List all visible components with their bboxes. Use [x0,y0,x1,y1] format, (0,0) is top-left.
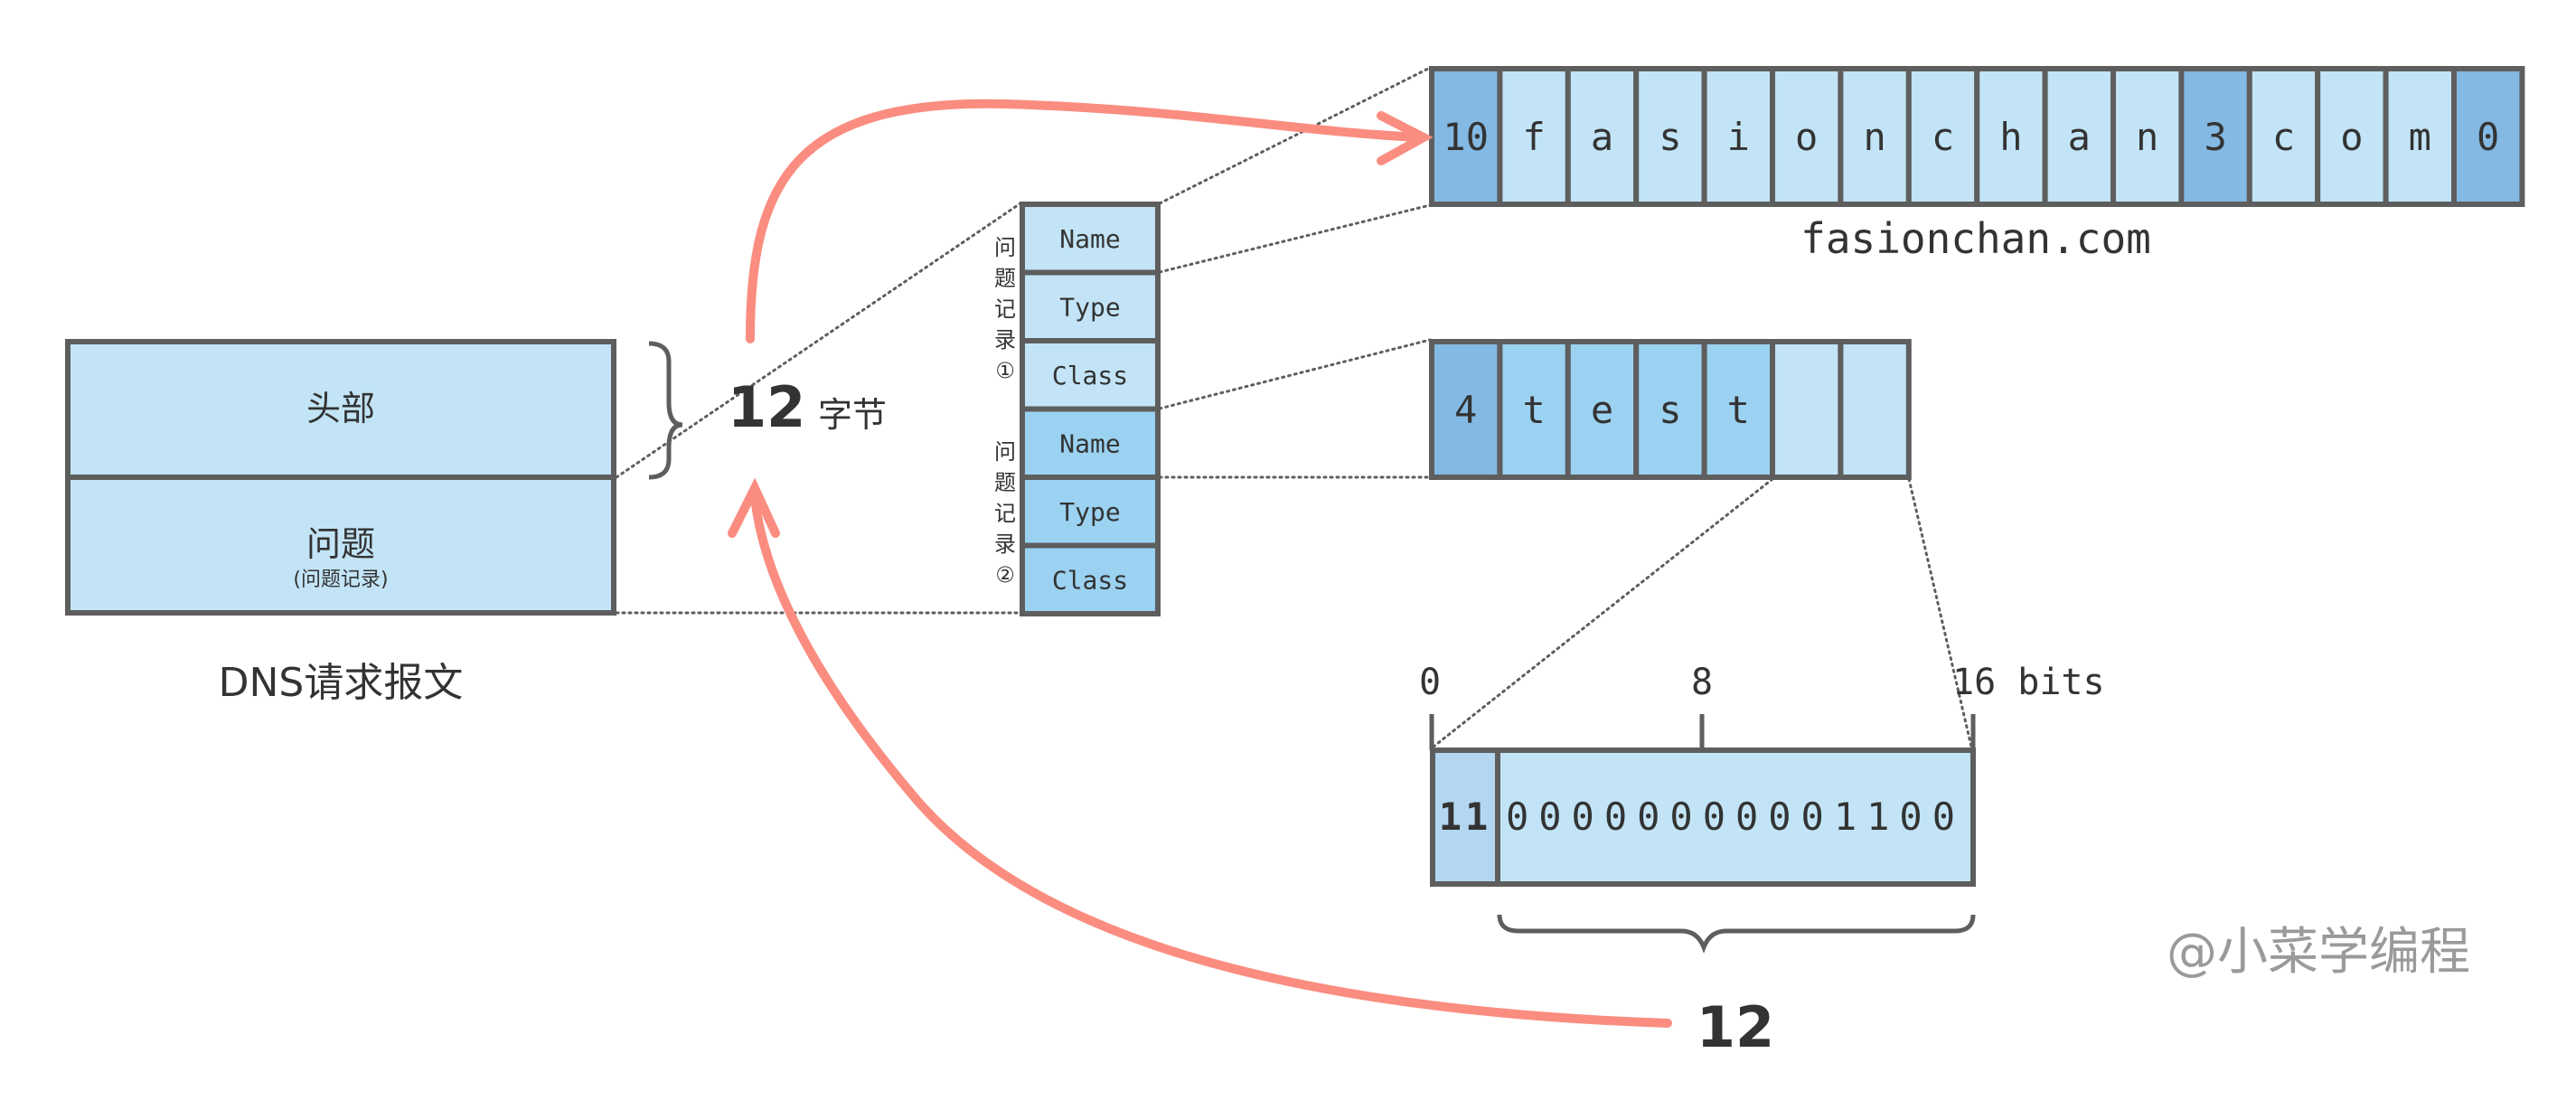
arrow-offset-to-header [750,493,1672,1028]
name-cell-text: c [1932,115,1954,159]
question-field-label: Name [1059,428,1120,458]
name-encoding-2: 4 t e s t [1429,339,1912,480]
name-cell-char2 [1565,339,1640,480]
name-cell-text: n [1863,115,1885,159]
name-cell-text: 3 [2204,115,2226,159]
name-cell-text: c [2272,115,2295,159]
name-encoding-1: 10 f a s i o n c h a n 3 c o m 0 [1429,66,2525,207]
question-record-side-label: ① [995,358,1015,383]
name-cell-text: 0 [2477,115,2499,159]
question-field-label: Name [1059,224,1120,254]
name-cell-char2 [1701,339,1775,480]
question-record-side-label: 录 [994,327,1016,353]
question-record-side-label: ② [995,562,1015,588]
question-record-side-label: 记 [994,296,1016,322]
question-record-side-label: 题 [994,266,1016,291]
name-cell-text: 10 [1443,115,1489,159]
question-field-label: Type [1059,292,1120,322]
connector-lines [615,66,1973,748]
name-cell-text: o [2340,115,2363,159]
name-cell-text: t [1522,388,1545,432]
name-cell-pointer [1838,339,1912,480]
question-field-label: Class [1052,361,1128,390]
question-record-side-label: 问 [994,439,1016,465]
dns-message: 头部 问题 (问题记录) DNS请求报文 [65,339,616,706]
name-encoding-1-caption: fasionchan.com [1800,214,2151,263]
name-cell-length [2451,66,2525,207]
name-cell-char [1565,66,1640,207]
bit-scale-0: 0 [1419,662,1441,703]
header-size-annotation: 12 字节 [648,341,887,480]
header-label: 头部 [306,389,375,428]
offset-brace [1497,914,1976,954]
question-record-1-field [1020,338,1161,412]
name-cell-char [1497,66,1571,207]
pointer-offset-value: 12 [1697,994,1774,1060]
dns-message-caption: DNS请求报文 [219,660,464,706]
question-record-side-label: 问 [994,235,1016,260]
name-cell-text: 4 [1454,388,1477,432]
name-cell-text: i [1727,115,1750,159]
name-cell-char2 [1633,339,1707,480]
question-section [65,475,616,616]
name-cell-text: s [1659,388,1681,432]
name-cell-text: m [2409,115,2431,159]
arrows [728,99,1672,1028]
name-cell-char [2383,66,2458,207]
name-cell-text: e [1591,388,1613,432]
connector-pointer-right [1907,477,1973,748]
pointer-offset-bits: 00000000001100 [1506,795,1965,839]
name-cell-char [1701,66,1775,207]
name-cell-length [1429,66,1503,207]
pointer-bits: 0 8 16 bits 11 00000000001100 12 [1419,662,2105,1060]
header-brace [648,341,683,480]
connector-pointer-left [1432,477,1774,748]
arrow-header-to-name [746,99,1424,343]
watermark: @小菜学编程 [2167,923,2470,982]
question-field-label: Class [1052,565,1128,595]
question-sublabel: (问题记录) [293,569,388,591]
question-record-side-label: 录 [994,531,1016,557]
name-cell-pointer [1770,339,1844,480]
header-size-unit: 字节 [818,395,887,435]
question-record-side-label: 题 [994,470,1016,495]
name-cell-text: f [1522,115,1545,159]
name-cell-text: n [2136,115,2158,159]
name-cell-char [1770,66,1844,207]
name-cell-text: o [1795,115,1818,159]
name-cell-text: s [1659,115,1681,159]
question-record-2-field [1020,475,1161,549]
name-cell-text: t [1727,388,1750,432]
name-cell-char2 [1497,339,1571,480]
name-cell-char [1633,66,1707,207]
name-cell-text: a [1591,115,1613,159]
question-record-side-label: 记 [994,501,1016,526]
arrow-head-top [1377,111,1434,165]
connector-name1-top [1158,66,1432,205]
question-record-1-field [1020,202,1161,276]
pointer-prefix-cell [1430,748,1500,887]
header-size-number: 12 [728,374,805,440]
question-record-2-field [1020,542,1161,616]
name-cell-text: h [1999,115,2022,159]
name-cell-text: a [2068,115,2091,159]
question-field-label: Type [1059,497,1120,527]
connector-header-to-question-top [615,202,1022,479]
question-record-2-field [1020,406,1161,480]
connector-name2-top [1158,338,1432,410]
pointer-prefix-bits: 11 [1439,795,1492,839]
pointer-offset-cell [1495,748,1976,887]
bit-scale-16: 16 bits [1952,662,2105,703]
arrow-head-bottom [728,477,780,538]
bit-scale-8: 8 [1691,662,1713,703]
connector-name1-bottom [1158,203,1432,274]
name-cell-char [1974,66,2048,207]
question-label: 问题 [306,524,375,564]
